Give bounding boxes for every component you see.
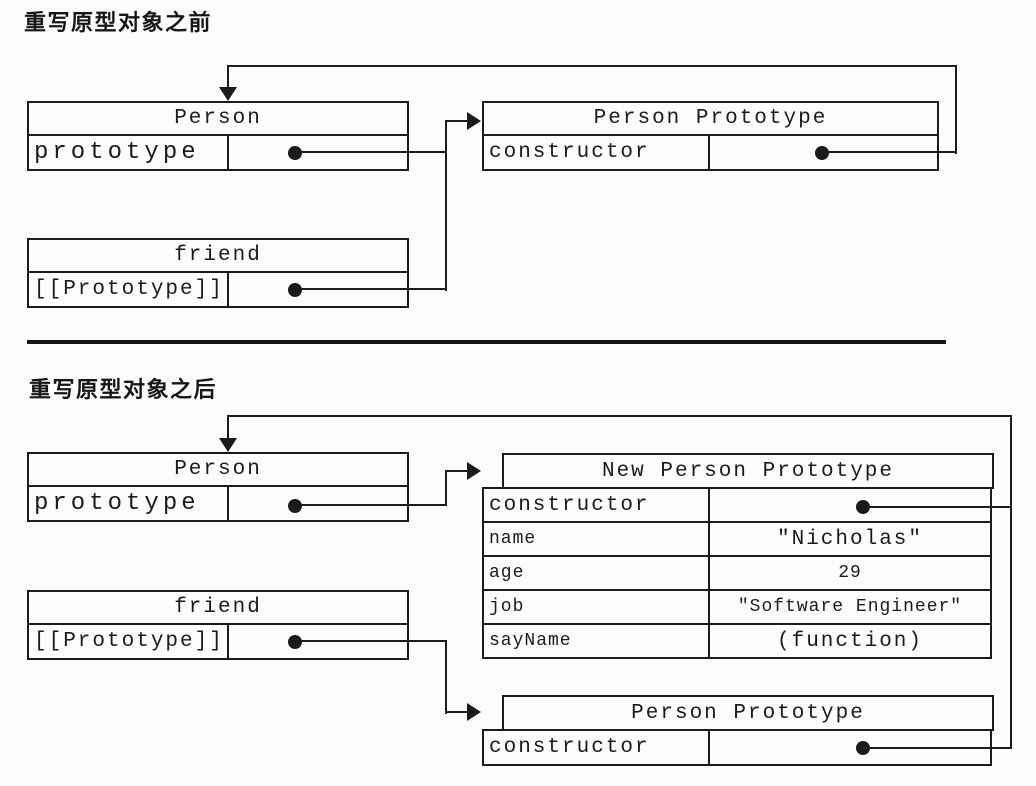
after-person-prototype-label: prototype <box>29 487 229 520</box>
connector-line <box>445 470 468 472</box>
connector-line <box>1010 415 1012 749</box>
table-row: sayName (function) <box>484 625 990 657</box>
after-friend-prototype-label: [[Prototype]] <box>29 625 229 658</box>
pointer-dot <box>288 283 302 297</box>
connector-line <box>295 151 447 153</box>
pointer-dot <box>288 146 302 160</box>
after-new-prototype-table: constructor name "Nicholas" age 29 job "… <box>482 487 992 659</box>
pointer-dot <box>815 146 829 160</box>
before-prototype-box: Person Prototype constructor <box>482 101 939 171</box>
before-friend-prototype-label: [[Prototype]] <box>29 273 229 306</box>
row-age-label: age <box>484 557 710 589</box>
connector-line <box>227 65 957 67</box>
connector-line <box>295 288 447 290</box>
table-row: constructor <box>484 731 990 764</box>
arrowhead-right-icon <box>467 462 481 480</box>
connector-line <box>445 640 447 714</box>
row-job-value: "Software Engineer" <box>737 597 963 617</box>
row-sayname-label: sayName <box>484 625 710 657</box>
after-prototype-header: Person Prototype <box>631 701 865 725</box>
section-title-before: 重写原型对象之前 <box>24 11 213 36</box>
table-row: age 29 <box>484 557 990 591</box>
before-constructor-label: constructor <box>484 136 710 169</box>
after-prototype-header-box: Person Prototype <box>502 695 994 731</box>
row-sayname-value: (function) <box>776 629 924 653</box>
before-friend-header: friend <box>29 240 407 273</box>
section-title-after: 重写原型对象之后 <box>29 378 218 403</box>
before-person-box: Person prototype <box>27 101 409 171</box>
after-constructor-label: constructor <box>484 731 710 764</box>
connector-line <box>863 506 1012 508</box>
after-friend-box: friend [[Prototype]] <box>27 590 409 660</box>
arrowhead-right-icon <box>467 112 481 130</box>
pointer-dot <box>288 635 302 649</box>
connector-line <box>955 65 957 154</box>
connector-line <box>445 120 447 291</box>
row-age-value: 29 <box>838 563 862 583</box>
after-person-header: Person <box>29 454 407 487</box>
row-name-value: "Nicholas" <box>776 527 924 551</box>
after-prototype-table: constructor <box>482 729 992 766</box>
connector-line <box>227 415 1012 417</box>
connector-line <box>295 640 447 642</box>
after-friend-header: friend <box>29 592 407 625</box>
row-job-label: job <box>484 591 710 623</box>
connector-line <box>863 747 1012 749</box>
row-name-label: name <box>484 523 710 555</box>
connector-line <box>445 120 468 122</box>
connector-line <box>822 151 957 153</box>
connector-line <box>445 470 447 506</box>
row-constructor-label: constructor <box>484 489 710 521</box>
row-constructor-value <box>710 489 990 521</box>
arrowhead-right-icon <box>467 703 481 721</box>
after-person-box: Person prototype <box>27 452 409 522</box>
table-row: constructor <box>484 489 990 523</box>
after-new-prototype-header-box: New Person Prototype <box>502 453 994 489</box>
connector-line <box>445 711 468 713</box>
before-prototype-header: Person Prototype <box>484 103 937 136</box>
table-row: name "Nicholas" <box>484 523 990 557</box>
section-divider <box>27 340 946 344</box>
table-row: job "Software Engineer" <box>484 591 990 625</box>
before-person-prototype-label: prototype <box>29 136 229 169</box>
connector-line <box>227 65 229 89</box>
pointer-dot <box>288 499 302 513</box>
after-new-prototype-header: New Person Prototype <box>601 459 895 483</box>
arrowhead-down-icon <box>219 438 237 452</box>
before-friend-box: friend [[Prototype]] <box>27 238 409 308</box>
arrowhead-down-icon <box>219 87 237 101</box>
before-person-header: Person <box>29 103 407 136</box>
connector-line <box>227 415 229 439</box>
connector-line <box>295 504 447 506</box>
